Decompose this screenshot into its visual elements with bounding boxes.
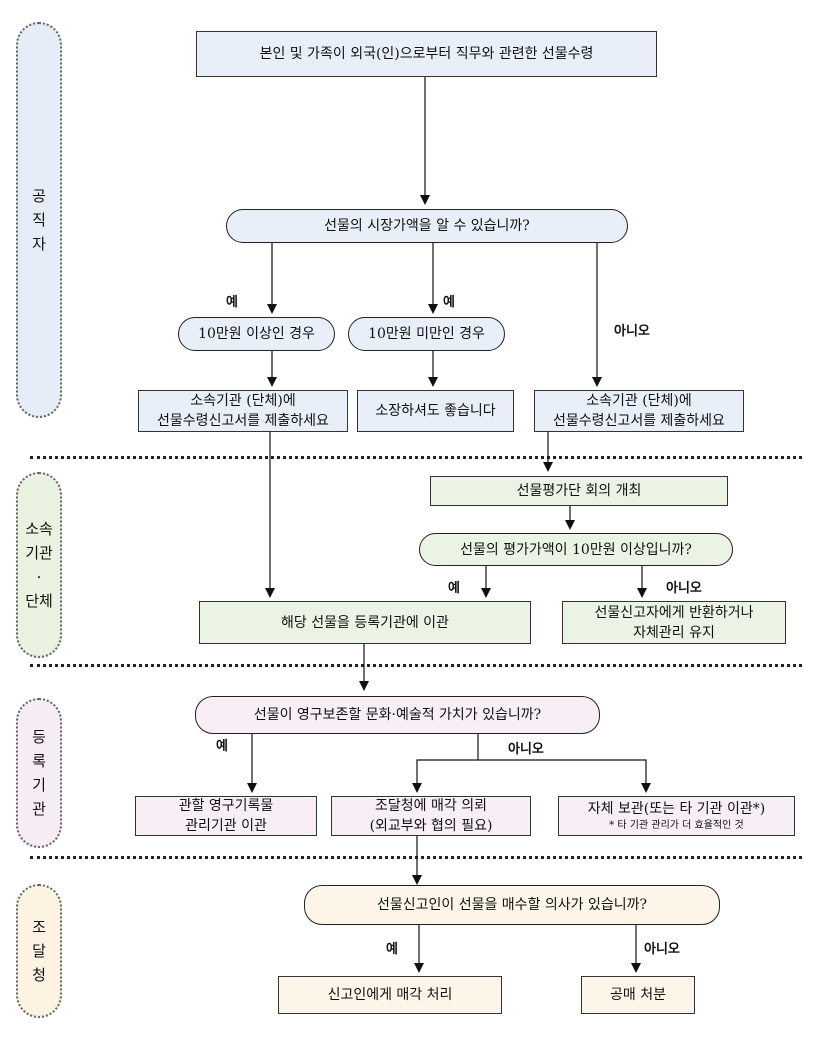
submit-report-right-line1: 소속기관 (단체)에 xyxy=(586,393,692,409)
submit-report-right-line2: 선물수령신고서를 제출하세요 xyxy=(553,413,725,429)
no-label: 아니오 xyxy=(508,742,544,757)
public-auction: 공매 처분 xyxy=(581,976,695,1014)
question-cultural-value: 선물이 영구보존할 문화·예술적 가치가 있습니까? xyxy=(195,696,600,734)
self-storage: 자체 보관(또는 타 기관 이관*) * 타 기관 관리가 더 효율적인 것 xyxy=(558,796,795,836)
self-storage-text: 자체 보관(또는 타 기관 이관*) xyxy=(587,801,766,817)
lane-official: 공 직 자 xyxy=(16,22,62,418)
evaluation-meeting-text: 선물평가단 회의 개최 xyxy=(516,483,642,499)
submit-report-left: 소속기관 (단체)에 선물수령신고서를 제출하세요 xyxy=(138,390,348,432)
start-gift-received: 본인 및 가족이 외국(인)으로부터 직무와 관련한 선물수령 xyxy=(196,31,657,77)
yes-label: 예 xyxy=(216,739,228,754)
self-storage-note: * 타 기관 관리가 더 효율적인 것 xyxy=(609,820,744,831)
keep-ok: 소장하셔도 좋습니다 xyxy=(357,390,514,432)
question-market-value: 선물의 시장가액을 알 수 있습니까? xyxy=(226,209,628,243)
lane-divider xyxy=(30,856,802,859)
sell-to-reporter-text: 신고인에게 매각 처리 xyxy=(327,987,453,1003)
question-market-value-text: 선물의 시장가액을 알 수 있습니까? xyxy=(324,218,530,234)
lane-registry: 등 록 기 관 xyxy=(16,698,62,848)
lane-divider xyxy=(30,456,802,459)
no-label: 아니오 xyxy=(666,581,702,596)
return-or-keep-line1: 선물신고자에게 반환하거나 xyxy=(594,604,754,621)
sale-request: 조달청에 매각 의뢰 (외교부와 협의 필요) xyxy=(331,796,531,836)
sale-request-line2: (외교부와 협의 필요) xyxy=(369,818,493,834)
public-auction-text: 공매 처분 xyxy=(610,987,666,1003)
return-or-keep-line2: 자체관리 유지 xyxy=(633,624,715,641)
keep-ok-text: 소장하셔도 좋습니다 xyxy=(375,403,496,419)
start-text: 본인 및 가족이 외국(인)으로부터 직무와 관련한 선물수령 xyxy=(259,46,594,62)
over-100k-text: 10만원 이상인 경우 xyxy=(198,326,315,342)
transfer-to-registry: 해당 선물을 등록기관에 이관 xyxy=(199,601,531,644)
question-purchase-text: 선물신고인이 선물을 매수할 의사가 있습니까? xyxy=(376,897,648,913)
no-label: 아니오 xyxy=(644,942,680,957)
archive-transfer-line1: 관할 영구기록물 xyxy=(178,798,274,814)
question-purchase: 선물신고인이 선물을 매수할 의사가 있습니까? xyxy=(304,885,720,925)
yes-label: 예 xyxy=(448,581,460,596)
return-or-keep: 선물신고자에게 반환하거나 자체관리 유지 xyxy=(562,601,786,644)
sale-request-line1: 조달청에 매각 의뢰 xyxy=(375,798,487,814)
lane-official-label: 공 직 자 xyxy=(32,187,46,253)
yes-label: 예 xyxy=(443,295,455,310)
lane-procurement: 조 달 청 xyxy=(16,884,62,1018)
over-100k: 10만원 이상인 경우 xyxy=(178,317,335,351)
archive-transfer: 관할 영구기록물 관리기관 이관 xyxy=(135,796,317,836)
question-eval-value-text: 선물의 평가가액이 10만원 이상입니까? xyxy=(460,541,692,558)
yes-label: 예 xyxy=(386,942,398,957)
submit-report-left-line1: 소속기관 (단체)에 xyxy=(190,393,296,409)
submit-report-left-line2: 선물수령신고서를 제출하세요 xyxy=(157,413,329,429)
lane-agency-label: 소속 기관 · 단체 xyxy=(25,520,53,610)
lane-registry-label: 등 록 기 관 xyxy=(32,728,46,818)
no-label: 아니오 xyxy=(614,324,650,339)
question-cultural-value-text: 선물이 영구보존할 문화·예술적 가치가 있습니까? xyxy=(253,707,542,723)
yes-label: 예 xyxy=(226,295,238,310)
evaluation-meeting: 선물평가단 회의 개최 xyxy=(430,476,728,506)
archive-transfer-line2: 관리기관 이관 xyxy=(185,818,267,834)
lane-divider xyxy=(30,664,802,667)
under-100k: 10만원 미만인 경우 xyxy=(348,317,505,351)
arrow xyxy=(412,734,479,793)
sell-to-reporter: 신고인에게 매각 처리 xyxy=(278,976,502,1014)
under-100k-text: 10만원 미만인 경우 xyxy=(368,326,485,342)
lane-agency: 소속 기관 · 단체 xyxy=(16,472,62,658)
arrow xyxy=(478,759,651,793)
lane-procurement-label: 조 달 청 xyxy=(32,918,46,984)
question-eval-value: 선물의 평가가액이 10만원 이상입니까? xyxy=(419,533,733,566)
transfer-to-registry-text: 해당 선물을 등록기관에 이관 xyxy=(281,614,449,631)
submit-report-right: 소속기관 (단체)에 선물수령신고서를 제출하세요 xyxy=(534,390,744,432)
